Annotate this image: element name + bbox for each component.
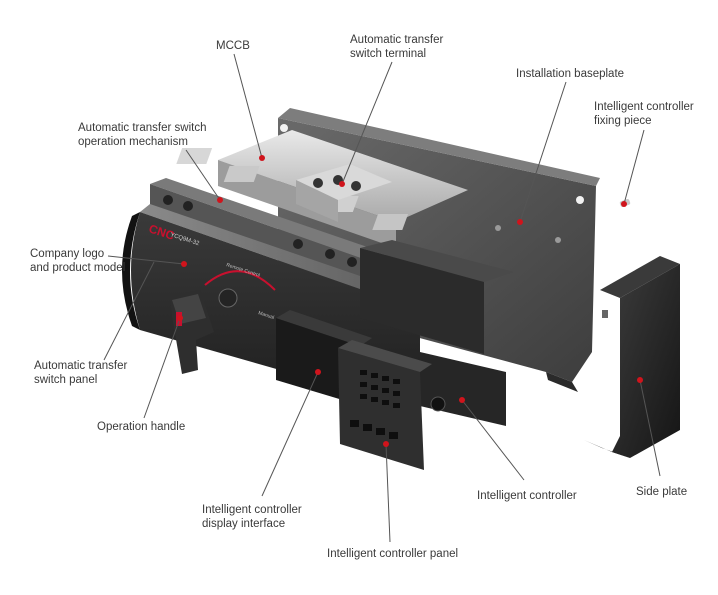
leader-side-plate <box>639 379 661 477</box>
leader-handle <box>143 317 181 419</box>
label-ats-panel: Automatic transfer switch panel <box>34 360 127 387</box>
marker-display <box>315 369 321 375</box>
label-baseplate-line1: Installation baseplate <box>516 68 625 80</box>
marker-baseplate <box>517 219 523 225</box>
marker-logo <box>181 261 187 267</box>
leader-mccb <box>233 53 263 159</box>
label-ats-terminal: Automatic transfer switch terminal <box>350 34 443 61</box>
label-controller-line1: Intelligent controller <box>477 490 577 502</box>
leader-controller <box>461 399 525 481</box>
leader-controller-panel <box>385 443 391 543</box>
marker-handle <box>177 315 183 321</box>
label-operation-handle: Operation handle <box>97 421 185 435</box>
label-side-plate-line1: Side plate <box>636 486 688 498</box>
label-controller-display: Intelligent controller display interface <box>202 504 302 531</box>
label-installation-baseplate: Installation baseplate <box>516 68 624 82</box>
label-mccb-line1: MCCB <box>216 40 250 52</box>
label-display-line1: Intelligent controller <box>202 504 302 516</box>
marker-controller-panel <box>383 441 389 447</box>
label-fixing-piece-line1: Intelligent controller <box>594 101 694 113</box>
label-operation-mechanism: Automatic transfer switch operation mech… <box>78 122 206 149</box>
side-plate <box>584 256 680 458</box>
dial-side-text: Manual <box>257 310 274 321</box>
label-fixing-piece: Intelligent controller fixing piece <box>594 101 694 128</box>
label-fixing-piece-line2: fixing piece <box>594 114 652 127</box>
marker-controller <box>459 397 465 403</box>
marker-mechanism <box>217 197 223 203</box>
label-panel-line2: switch panel <box>34 373 98 386</box>
leader-logo <box>107 255 185 265</box>
controller-panel <box>338 340 432 470</box>
intelligent-controller <box>360 240 514 426</box>
leader-baseplate <box>519 81 567 223</box>
marker-side-plate <box>637 377 643 383</box>
leader-display <box>261 371 319 497</box>
label-side-plate: Side plate <box>636 486 687 500</box>
leader-ats-terminal <box>341 61 393 185</box>
label-logo-line2: and product model <box>30 261 126 274</box>
marker-mccb <box>259 155 265 161</box>
label-panel-line1: Automatic transfer <box>34 360 128 372</box>
label-handle-line1: Operation handle <box>97 421 186 433</box>
label-ats-terminal-line2: switch terminal <box>350 47 427 60</box>
label-logo-line1: Company logo <box>30 248 105 260</box>
label-ats-terminal-line1: Automatic transfer <box>350 34 444 46</box>
label-intelligent-controller: Intelligent controller <box>477 490 577 504</box>
marker-ats-terminal <box>339 181 345 187</box>
leader-fixing-piece <box>623 129 645 205</box>
leader-mechanism <box>185 149 221 201</box>
leader-lines <box>103 53 661 543</box>
label-mechanism-line2: operation mechanism <box>78 135 188 148</box>
leader-panel <box>103 261 155 361</box>
label-company-logo: Company logo and product model <box>30 248 125 275</box>
label-mechanism-line1: Automatic transfer switch <box>78 122 207 134</box>
label-controller-panel-line1: Intelligent controller panel <box>327 548 459 560</box>
label-controller-panel: Intelligent controller panel <box>327 548 458 562</box>
marker-dots <box>177 155 643 447</box>
label-mccb: MCCB <box>216 40 250 54</box>
marker-fixing-piece <box>621 201 627 207</box>
label-display-line2: display interface <box>202 517 286 530</box>
